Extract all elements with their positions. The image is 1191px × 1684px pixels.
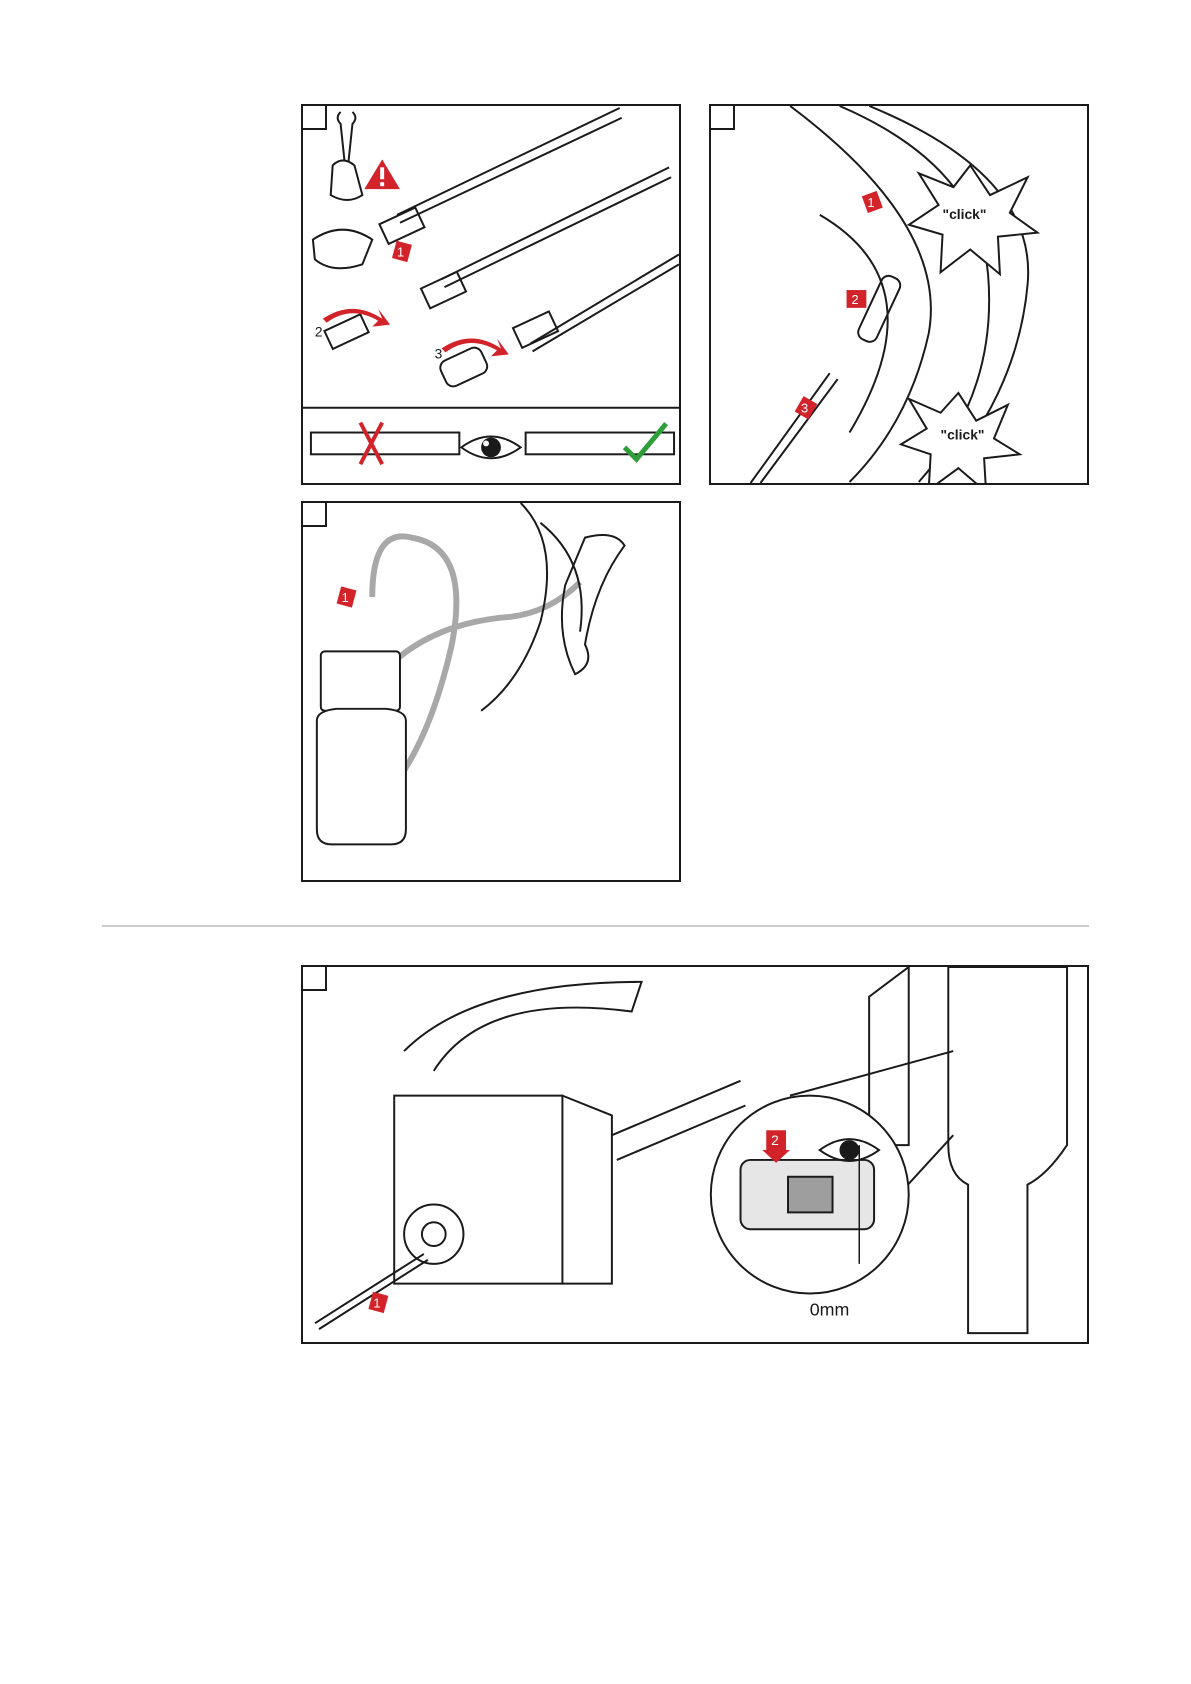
svg-text:1: 1 xyxy=(373,1295,380,1310)
step-number-box xyxy=(711,106,735,130)
step-badge-1: 1 xyxy=(337,586,357,607)
step-badge-1: 1 xyxy=(392,241,412,262)
step-1-panel: 1 2 3 xyxy=(301,104,681,485)
wire-feeder-drawing xyxy=(315,967,1067,1333)
step-number-box xyxy=(303,503,327,527)
click-label: "click" xyxy=(941,426,985,442)
cross-icon xyxy=(360,423,382,465)
svg-text:3: 3 xyxy=(801,401,808,416)
step-badge-2: 2 xyxy=(315,324,323,340)
cable-drawing xyxy=(303,108,679,454)
eye-icon xyxy=(461,436,520,458)
step-2-panel: "click" "click" 1 2 3 xyxy=(709,104,1089,485)
rotation-arrows xyxy=(323,309,509,356)
measurement-label: 0mm xyxy=(810,1299,850,1319)
warning-icon xyxy=(364,159,400,189)
step-number-box xyxy=(303,967,327,991)
step-2-illustration: "click" "click" 1 2 3 xyxy=(711,106,1087,483)
svg-text:2: 2 xyxy=(771,1132,779,1148)
svg-text:2: 2 xyxy=(852,292,859,307)
svg-text:1: 1 xyxy=(867,195,874,210)
torch-drawing xyxy=(481,503,624,711)
step-3-panel: 1 xyxy=(301,501,681,882)
step-4-panel: 2 1 0mm xyxy=(301,965,1089,1344)
step-badge-3: 3 xyxy=(435,345,443,361)
detail-magnifier xyxy=(711,1096,909,1294)
click-label: "click" xyxy=(943,206,987,222)
step-badge-1: 1 xyxy=(862,191,883,213)
step-number-box xyxy=(303,106,327,130)
gas-bottle xyxy=(317,651,406,844)
step-4-illustration: 2 1 0mm xyxy=(303,967,1087,1342)
svg-text:1: 1 xyxy=(397,244,404,259)
step-1-illustration: 1 2 3 xyxy=(303,106,679,483)
wrench-icon xyxy=(331,112,363,200)
step-badge-2: 2 xyxy=(847,290,867,308)
step-3-illustration: 1 xyxy=(303,503,679,880)
svg-text:1: 1 xyxy=(342,590,349,605)
section-divider xyxy=(102,925,1089,927)
